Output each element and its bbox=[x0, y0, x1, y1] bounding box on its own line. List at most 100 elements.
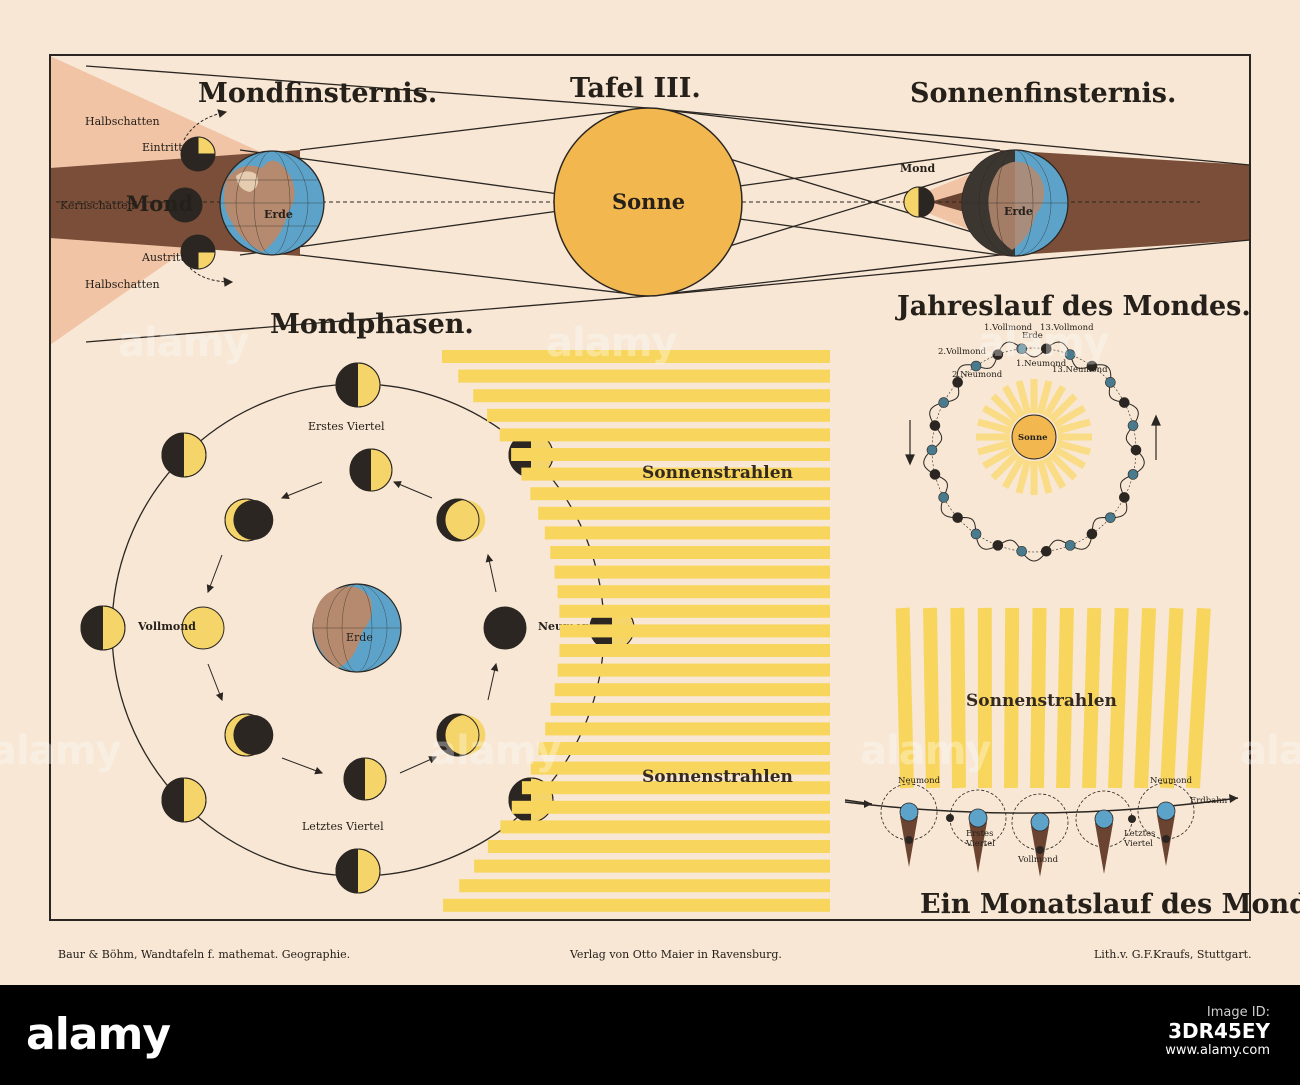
penumbra-bottom-label: Halbschatten bbox=[85, 278, 160, 291]
monthly-moon bbox=[1128, 815, 1136, 823]
sun-ray-stripe bbox=[550, 702, 830, 716]
umbra-label: Kernschatten bbox=[60, 199, 135, 212]
monthly-sun-ray bbox=[1056, 607, 1074, 789]
annual-sun-ray bbox=[1001, 456, 1026, 489]
monthly-moon bbox=[905, 836, 913, 844]
monthly-moon bbox=[1162, 835, 1170, 843]
monthly-sun-ray bbox=[1030, 607, 1047, 789]
phase-arrowhead bbox=[392, 481, 402, 489]
solar-earth-label: Erde bbox=[1004, 205, 1033, 218]
eclipse-band bbox=[50, 56, 1250, 345]
phase-arrow bbox=[281, 481, 323, 499]
annual-sun-ray bbox=[1053, 445, 1086, 470]
annual-sun-ray bbox=[1048, 451, 1078, 481]
moon-phases-title: Mondphasen. bbox=[270, 309, 474, 340]
annual-body bbox=[926, 444, 938, 456]
solar-moon-label: Mond bbox=[900, 162, 936, 175]
sun-ray-stripe bbox=[442, 350, 830, 363]
sun-disc bbox=[553, 107, 743, 297]
sun-ray-stripe bbox=[538, 742, 830, 755]
annual-sun-ray bbox=[990, 451, 1020, 481]
annual-title: Jahreslauf des Mondes. bbox=[895, 291, 1251, 322]
sun-ray-stripe bbox=[559, 624, 830, 638]
annual-body bbox=[952, 377, 963, 388]
annual-body bbox=[1040, 545, 1052, 557]
monthly-moon-orbit bbox=[1137, 782, 1195, 840]
newmoon-right-label: Neumond bbox=[1150, 776, 1193, 786]
annual-sun-ray bbox=[977, 418, 1012, 435]
stock-logo: alamy bbox=[26, 1009, 171, 1060]
monthly-sun-ray bbox=[1082, 607, 1102, 789]
inner-phase-gibbous-2 bbox=[224, 713, 274, 757]
monthly-earth bbox=[899, 802, 919, 822]
entry-label: Eintritt bbox=[142, 141, 183, 154]
annual-body bbox=[1105, 512, 1116, 523]
sun-ray-stripe bbox=[487, 840, 830, 853]
monthly-earth bbox=[1030, 812, 1050, 832]
annual-body bbox=[1086, 360, 1098, 372]
annual-sun-rays bbox=[976, 379, 1092, 495]
annual-sun-ray bbox=[1015, 380, 1032, 415]
lunar-eclipse-moons bbox=[167, 136, 216, 270]
phases-earth-label: Erde bbox=[346, 631, 373, 644]
annual-body bbox=[952, 512, 963, 523]
inner-phase-last-quarter bbox=[343, 757, 387, 801]
phase-arrowhead bbox=[314, 767, 324, 775]
monthly-full-moon: Vollmond bbox=[1017, 855, 1059, 865]
sun-ray-stripe bbox=[538, 506, 830, 520]
sun-ray-stripe bbox=[554, 683, 830, 697]
annual-body bbox=[1130, 444, 1142, 456]
monthly-sun-ray bbox=[1108, 607, 1129, 789]
annual-sun-ray bbox=[1056, 439, 1091, 456]
sun-ray-stripe bbox=[443, 898, 830, 912]
annual-sun-ray bbox=[1001, 385, 1026, 418]
solar-eclipse-earth bbox=[961, 149, 1069, 257]
monthly-shadow-cone bbox=[1095, 823, 1113, 874]
sun-ray-stripe bbox=[530, 761, 830, 775]
monthly-sun-ray bbox=[950, 607, 966, 789]
monthly-earth bbox=[968, 808, 988, 828]
sun-ray-stripe bbox=[511, 800, 830, 814]
imprint-right: Lith.v. G.F.Kraufs, Stuttgart. bbox=[1094, 948, 1252, 961]
monthly-entry-arrowhead bbox=[864, 800, 872, 808]
inner-phase-crescent-2 bbox=[436, 713, 486, 757]
sun-ray-stripe bbox=[559, 604, 830, 618]
annual-label-5: 1.Neumond bbox=[1016, 359, 1067, 369]
sun-ray-stripe bbox=[550, 546, 830, 559]
sun-ray-stripe bbox=[511, 448, 830, 461]
solar-eclipse-moon bbox=[903, 186, 935, 218]
sun-ray-stripe bbox=[559, 644, 830, 657]
annual-body bbox=[1127, 420, 1139, 431]
monthly-earth bbox=[1094, 809, 1114, 829]
stock-bar: alamy Image ID: 3DR45EY www.alamy.com bbox=[0, 985, 1300, 1085]
first-quarter-a: Erstes bbox=[966, 829, 993, 839]
monthly-sun-rays bbox=[895, 607, 1211, 789]
last-quarter-label: Letztes Viertel bbox=[302, 820, 384, 833]
monthly-title: Ein Monatslauf des Mondes. bbox=[920, 889, 1300, 920]
annual-direction-arrows bbox=[905, 414, 1161, 466]
plate-title: Tafel III. bbox=[570, 73, 701, 104]
annual-body bbox=[938, 492, 949, 503]
lunar-moon-label: Mond bbox=[126, 191, 194, 216]
solar-umbra bbox=[1000, 150, 1250, 256]
annual-body bbox=[992, 540, 1004, 551]
sun-ray-stripe bbox=[521, 781, 830, 795]
annual-body bbox=[1127, 469, 1139, 480]
sun-ray-stripe bbox=[473, 389, 830, 403]
annual-body bbox=[929, 420, 941, 431]
sun-ray-stripe bbox=[487, 408, 830, 422]
imprint-left: Baur & Böhm, Wandtafeln f. mathemat. Geo… bbox=[58, 948, 350, 961]
stock-id-block: Image ID: 3DR45EY www.alamy.com bbox=[1165, 1003, 1270, 1060]
rays-bottom-label: Sonnenstrahlen bbox=[642, 767, 793, 787]
phase-arrowhead bbox=[485, 553, 494, 563]
sun-ray-stripe bbox=[499, 428, 830, 442]
annual-label-6: 2.Neumond bbox=[952, 370, 1003, 380]
monthly-earth bbox=[1156, 801, 1176, 821]
inner-phase-gibbous-1 bbox=[224, 498, 274, 542]
annual-body bbox=[938, 397, 949, 408]
monthly-path-arrowhead bbox=[1229, 794, 1238, 803]
inner-phase-first-quarter bbox=[349, 448, 393, 492]
plate-frame bbox=[49, 54, 1251, 921]
phase-arrowhead bbox=[280, 491, 290, 500]
